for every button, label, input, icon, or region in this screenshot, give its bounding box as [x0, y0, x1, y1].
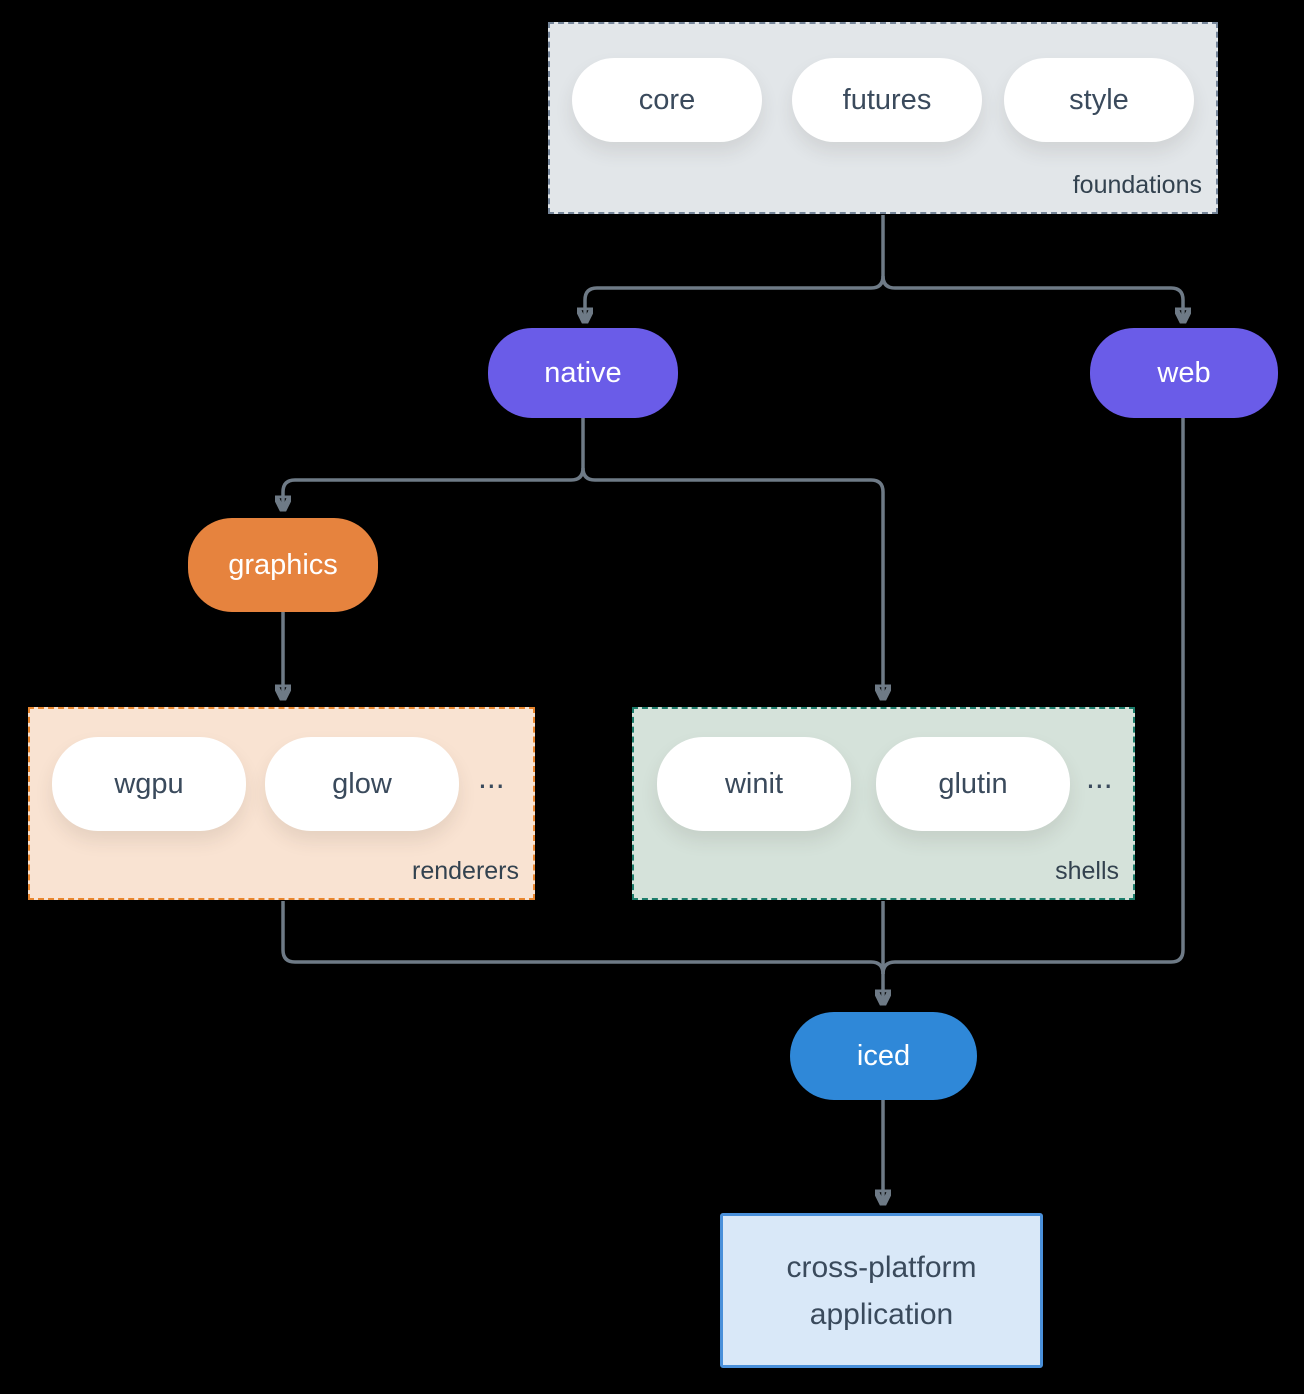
- group-shells: winit glutin ... shells: [632, 707, 1135, 900]
- application-box: cross-platform application: [720, 1213, 1043, 1368]
- pill-style: style: [1004, 58, 1194, 142]
- group-shells-label: shells: [1055, 857, 1119, 885]
- pill-glutin: glutin: [876, 737, 1070, 831]
- pill-glow-label: glow: [332, 767, 392, 800]
- pill-core-label: core: [638, 83, 696, 116]
- pill-wgpu: wgpu: [52, 737, 246, 831]
- group-renderers: wgpu glow ... renderers: [28, 707, 535, 900]
- pill-futures-label: futures: [842, 83, 932, 116]
- shells-ellipsis: ...: [1086, 759, 1113, 795]
- pill-glutin-label: glutin: [938, 767, 1008, 800]
- pill-winit: winit: [657, 737, 851, 831]
- node-iced-label: iced: [856, 1039, 911, 1072]
- pill-futures: futures: [792, 58, 982, 142]
- edge-native-graphics: [283, 467, 585, 505]
- edge-foundations-native: [585, 275, 885, 317]
- node-graphics-label: graphics: [228, 548, 338, 581]
- node-graphics: graphics: [188, 518, 378, 612]
- pill-glow: glow: [265, 737, 459, 831]
- node-web-label: web: [1157, 356, 1211, 389]
- pill-core: core: [572, 58, 762, 142]
- pill-winit-label: winit: [724, 767, 783, 800]
- edge-renderers-merge: [281, 901, 885, 975]
- node-native-label: native: [544, 356, 622, 389]
- pill-style-label: style: [1069, 83, 1129, 116]
- renderers-ellipsis: ...: [478, 759, 505, 795]
- node-iced: iced: [790, 1012, 977, 1100]
- group-renderers-label: renderers: [412, 857, 519, 885]
- application-label-line1: cross-platform: [786, 1250, 977, 1284]
- edge-foundations-web: [881, 275, 1183, 317]
- node-web: web: [1090, 328, 1278, 418]
- group-foundations: core futures style foundations: [548, 22, 1218, 214]
- pill-wgpu-label: wgpu: [114, 767, 184, 800]
- node-native: native: [488, 328, 678, 418]
- application-label-line2: application: [809, 1297, 954, 1331]
- group-foundations-label: foundations: [1072, 171, 1202, 199]
- edge-native-shells: [581, 467, 883, 694]
